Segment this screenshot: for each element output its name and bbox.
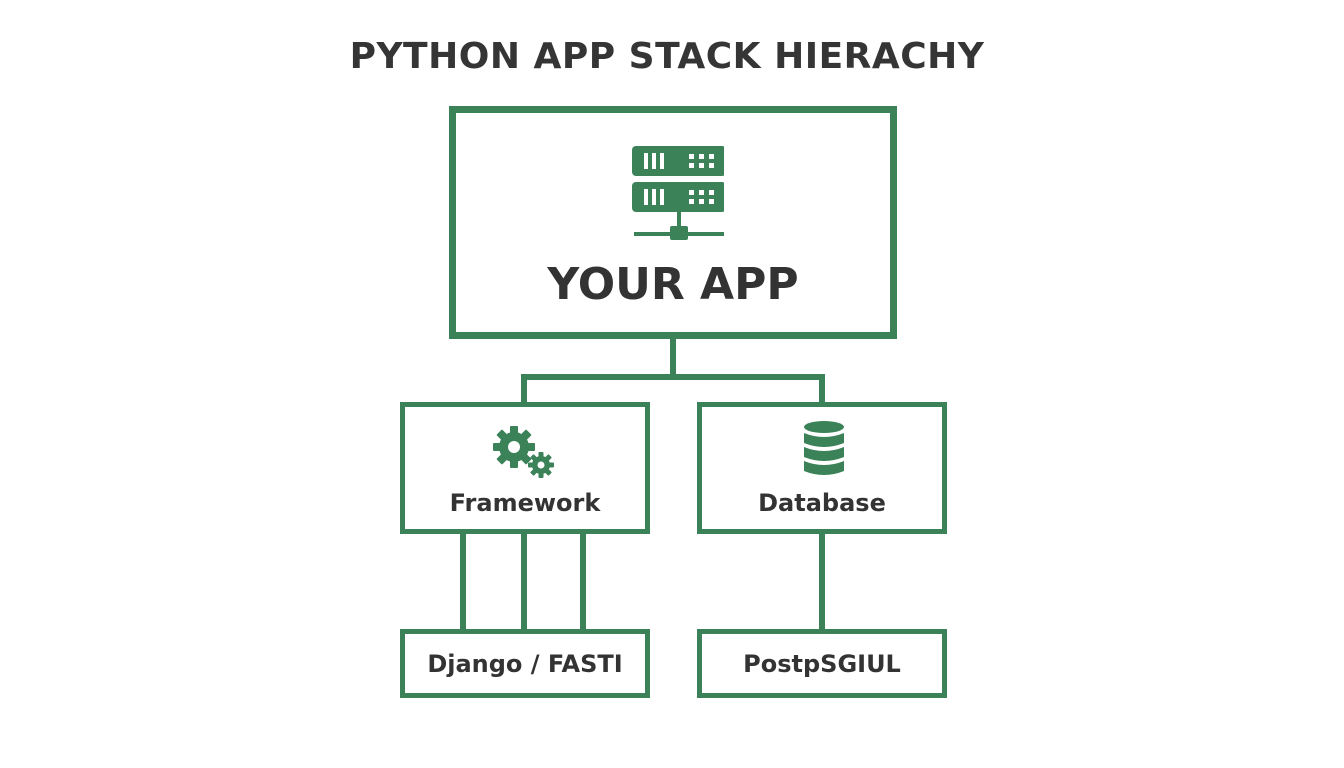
connector-framework-impl-3 [580,532,586,631]
connector-framework-impl-1 [460,532,466,631]
database-node: Database [697,402,947,534]
server-icon [632,146,724,240]
app-node: YOUR APP [449,106,897,339]
diagram-title: PYTHON APP STACK HIERACHY [349,36,985,77]
database-label: Database [758,489,886,517]
database-impl-node: PostpSGIUL [697,629,947,698]
framework-label: Framework [449,489,601,517]
connector-branch-horizontal [521,374,825,380]
framework-impl-node: Django / FASTI [400,629,650,698]
connector-database-impl [819,532,825,631]
framework-impl-label: Django / FASTI [427,650,623,678]
connector-to-database [819,374,825,404]
connector-to-framework [521,374,527,404]
connector-app-down [670,339,676,377]
framework-node: Framework [400,402,650,534]
database-impl-label: PostpSGIUL [743,650,901,678]
connector-framework-impl-2 [521,532,527,631]
gears-icon [493,426,554,478]
database-icon [804,421,844,475]
app-label: YOUR APP [547,259,799,310]
